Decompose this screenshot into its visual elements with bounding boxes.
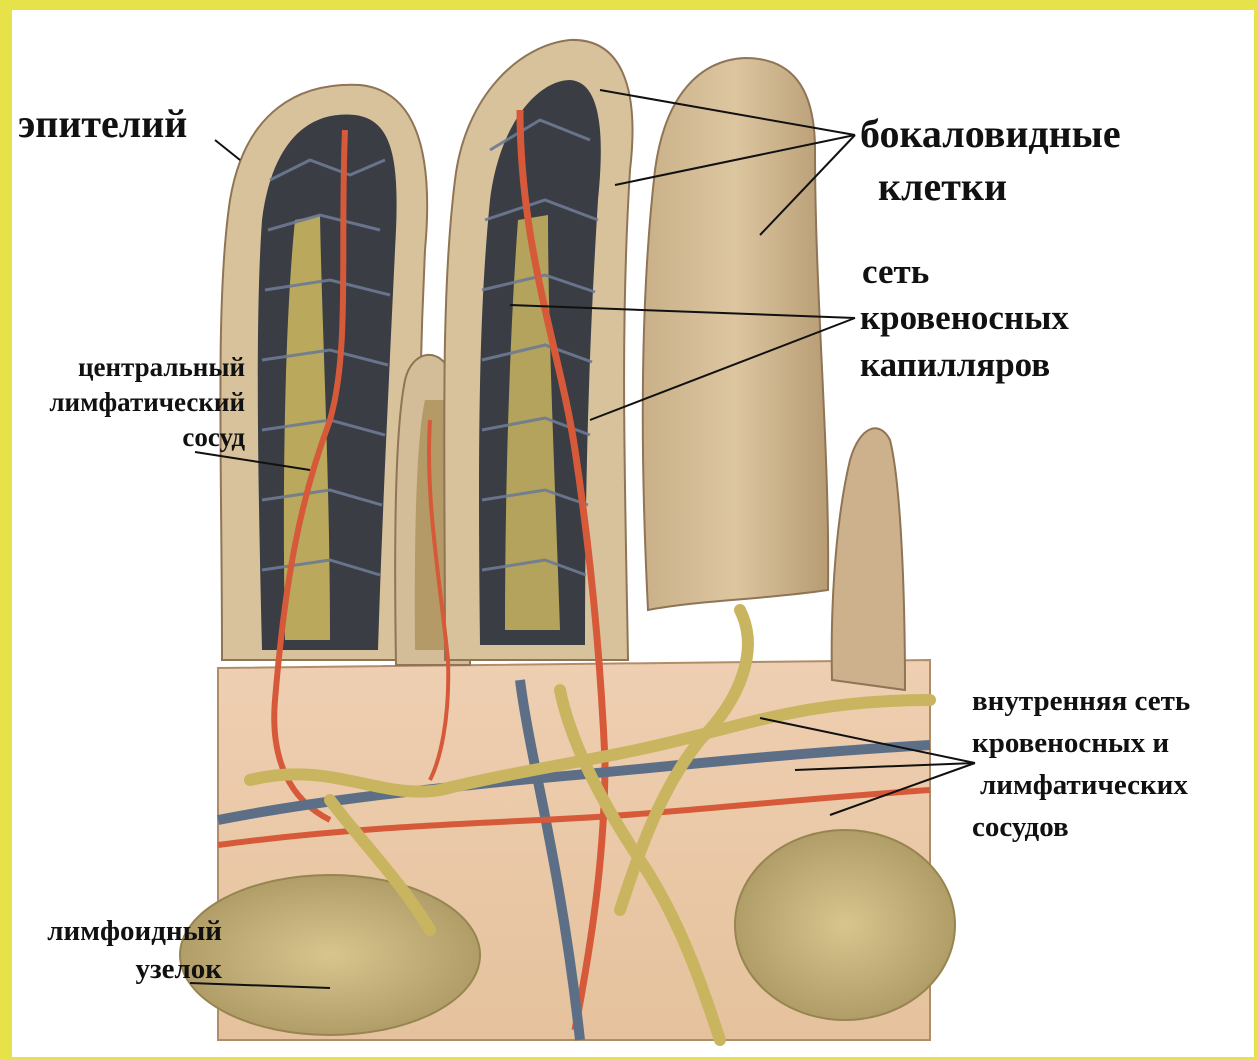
label-capillary-network-line1: сеть xyxy=(862,252,929,291)
label-goblet-cells-line1: бокаловидные xyxy=(860,112,1121,157)
label-inner-network-line4: сосудов xyxy=(972,811,1069,843)
label-inner-network-line3: лимфатических xyxy=(980,769,1188,801)
label-central-lymph-line3: сосуд xyxy=(30,422,245,452)
label-central-lymph-line2: лимфатический xyxy=(30,387,245,417)
label-inner-network-line1: внутренняя сеть xyxy=(972,685,1190,717)
label-central-lymph-line1: центральный xyxy=(30,352,245,382)
label-lymphoid-nodule-line2: узелок xyxy=(14,953,222,985)
label-lymphoid-nodule-line1: лимфоидный xyxy=(14,915,222,947)
label-epithelium: эпителий xyxy=(18,102,187,147)
label-inner-network-line2: кровеносных и xyxy=(972,727,1169,759)
label-goblet-cells-line2: клетки xyxy=(878,165,1007,210)
label-capillary-network-line3: капилляров xyxy=(860,345,1050,384)
label-capillary-network-line2: кровеносных xyxy=(860,298,1069,337)
